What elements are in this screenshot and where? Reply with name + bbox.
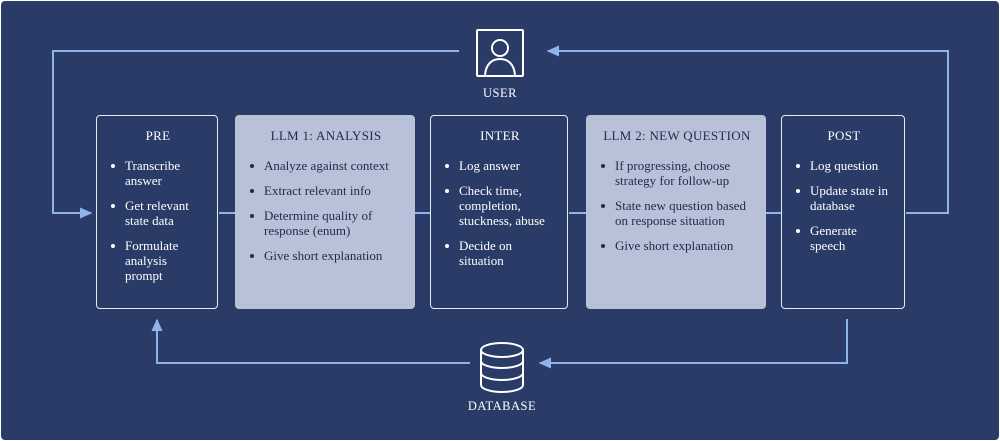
stage-llm1-analysis: LLM 1: ANALYSIS Analyze against context … [235, 115, 415, 309]
database-to-pre-arrow [151, 318, 470, 364]
stage-item: Update state in database [794, 183, 894, 213]
user-label: USER [483, 86, 517, 100]
stage-items: Analyze against context Extract relevant… [248, 158, 404, 263]
stage-items: Log answer Check time, completion, stuck… [443, 158, 557, 268]
stage-item: Generate speech [794, 223, 894, 253]
stage-items: Transcribe answer Get relevant state dat… [109, 158, 207, 283]
stage-items: If progressing, choose strategy for foll… [599, 158, 755, 253]
post-to-database-arrow [538, 319, 848, 369]
user-to-pre-arrow [52, 50, 459, 219]
stage-title: INTER [480, 128, 520, 143]
stage-item: Give short explanation [599, 238, 755, 253]
stage-items: Log question Update state in database Ge… [794, 158, 894, 253]
database-label: DATABASE [467, 399, 537, 413]
stage-item: Check time, completion, stuckness, abuse [443, 183, 557, 228]
stage-item: Determine quality of response (enum) [248, 208, 404, 238]
stage-item: Get relevant state data [109, 198, 207, 228]
stage-item: State new question based on response sit… [599, 198, 755, 228]
stage-item: Analyze against context [248, 158, 404, 173]
stage-title: PRE [145, 128, 171, 143]
stage-item: Log question [794, 158, 894, 173]
stage-llm2-new-question: LLM 2: NEW QUESTION If progressing, choo… [586, 115, 766, 309]
user-icon [476, 29, 524, 77]
stage-item: Decide on situation [443, 238, 557, 268]
post-to-user-arrow [546, 45, 949, 214]
stage-item: Extract relevant info [248, 183, 404, 198]
stage-title: LLM 2: NEW QUESTION [603, 128, 751, 143]
stage-title: LLM 1: ANALYSIS [270, 128, 382, 143]
stage-post: POST Log question Update state in databa… [781, 115, 905, 309]
stage-item: Formulate analysis prompt [109, 238, 207, 283]
stage-item: Transcribe answer [109, 158, 207, 188]
stage-inter: INTER Log answer Check time, completion,… [430, 115, 568, 309]
stage-item: Log answer [443, 158, 557, 173]
stage-pre: PRE Transcribe answer Get relevant state… [96, 115, 218, 309]
stage-item: If progressing, choose strategy for foll… [599, 158, 755, 188]
stage-item: Give short explanation [248, 248, 404, 263]
stage-title: POST [827, 128, 861, 143]
database-icon [480, 342, 524, 393]
